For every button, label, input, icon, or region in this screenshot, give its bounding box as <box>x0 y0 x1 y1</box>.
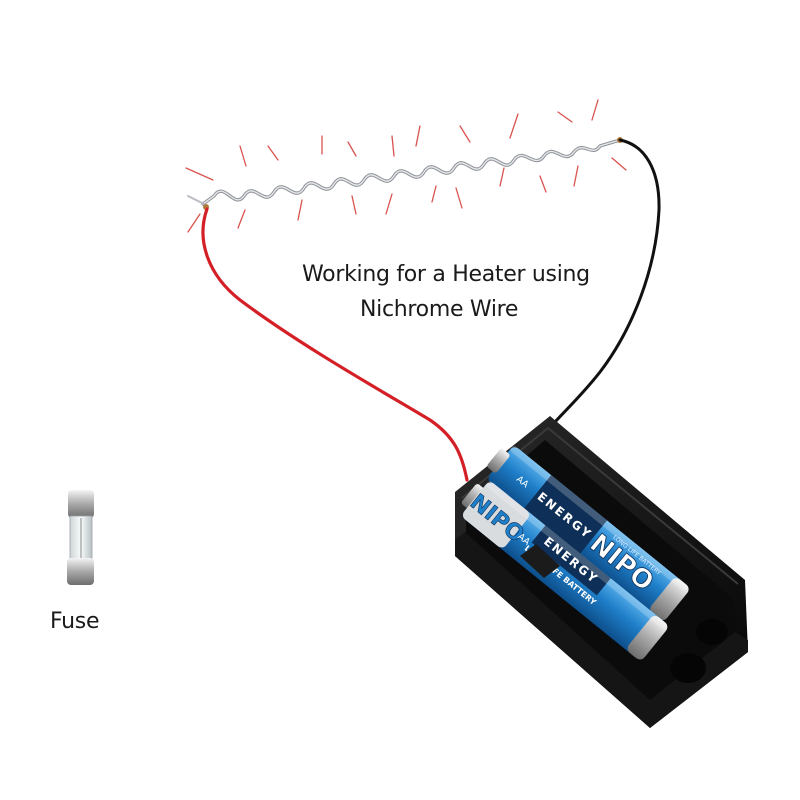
battery-holder-lip <box>455 532 748 728</box>
negative-wire <box>546 138 661 432</box>
heat-radiation-marks <box>185 99 627 233</box>
nichrome-coil <box>187 137 623 210</box>
caption-line-1: Working for a Heater using <box>302 262 590 287</box>
fuse-label: Fuse <box>50 609 100 634</box>
positive-wire <box>201 207 469 482</box>
fuse-icon <box>67 490 94 585</box>
caption-line-2: Nichrome Wire <box>360 297 519 322</box>
